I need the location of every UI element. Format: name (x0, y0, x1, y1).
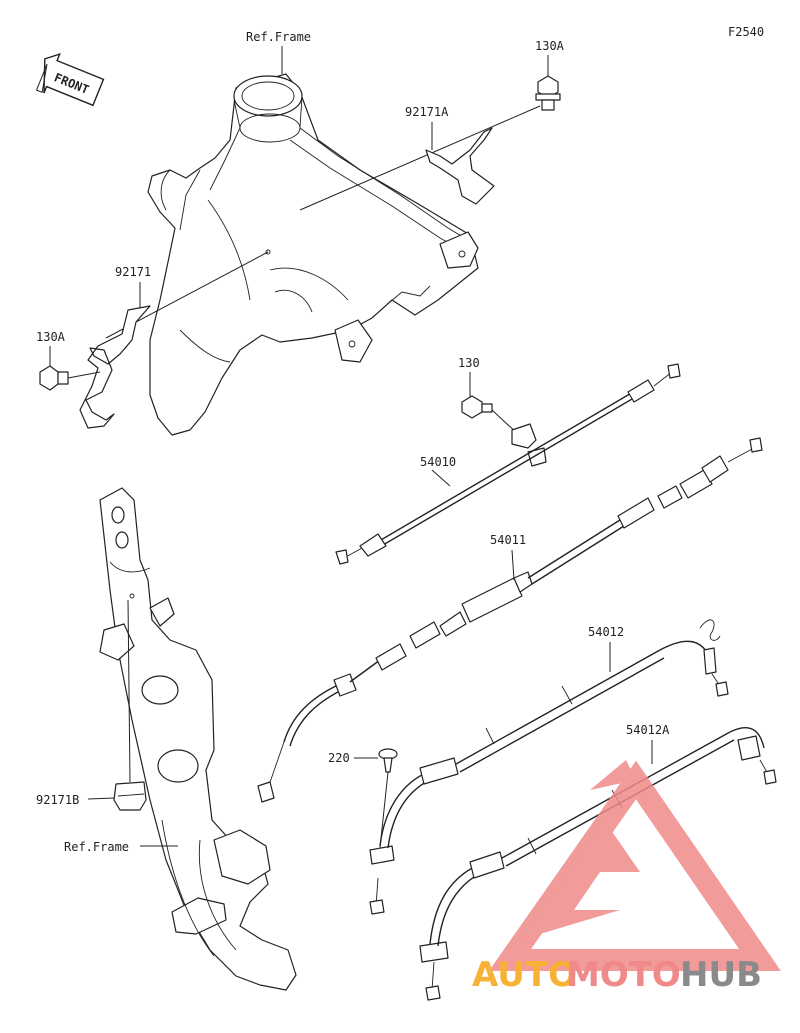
watermark-hub: HUB (680, 955, 762, 995)
cable-bracket-54010 (511, 423, 537, 449)
callout-54010: 54010 (420, 455, 456, 469)
front-arrow-icon: FRONT (35, 52, 105, 107)
bolt-130 (461, 395, 493, 419)
frame-lower (99, 487, 297, 991)
clamp-92171 (79, 305, 151, 429)
callout-92171b: 92171B (36, 793, 79, 807)
callout-130: 130 (458, 356, 480, 370)
watermark-moto: MOTO (566, 955, 681, 995)
figure-code: F2540 (728, 25, 764, 39)
callout-92171a: 92171A (405, 105, 449, 119)
callout-ref-frame-bottom: Ref.Frame (64, 840, 129, 854)
frame-head-top (147, 73, 479, 436)
cable-54010 (373, 387, 641, 545)
callout-92171: 92171 (115, 265, 151, 279)
cable-54012 (369, 619, 729, 915)
callout-220: 220 (328, 751, 350, 765)
clamp-92171a (425, 127, 495, 205)
bolt-130a-left (39, 365, 69, 391)
watermark-logo (488, 760, 781, 971)
callout-54011: 54011 (490, 533, 526, 547)
screw-220 (378, 748, 398, 773)
callout-130a-top: 130A (535, 39, 565, 53)
clamp-92171b (113, 781, 147, 811)
cable-54011 (257, 437, 763, 803)
callout-130a-left: 130A (36, 330, 66, 344)
bolt-130a-top (535, 75, 561, 111)
callout-54012: 54012 (588, 625, 624, 639)
callout-ref-frame-top: Ref.Frame (246, 30, 311, 44)
callout-54012a: 54012A (626, 723, 670, 737)
watermark-auto: AUTO (472, 955, 577, 995)
